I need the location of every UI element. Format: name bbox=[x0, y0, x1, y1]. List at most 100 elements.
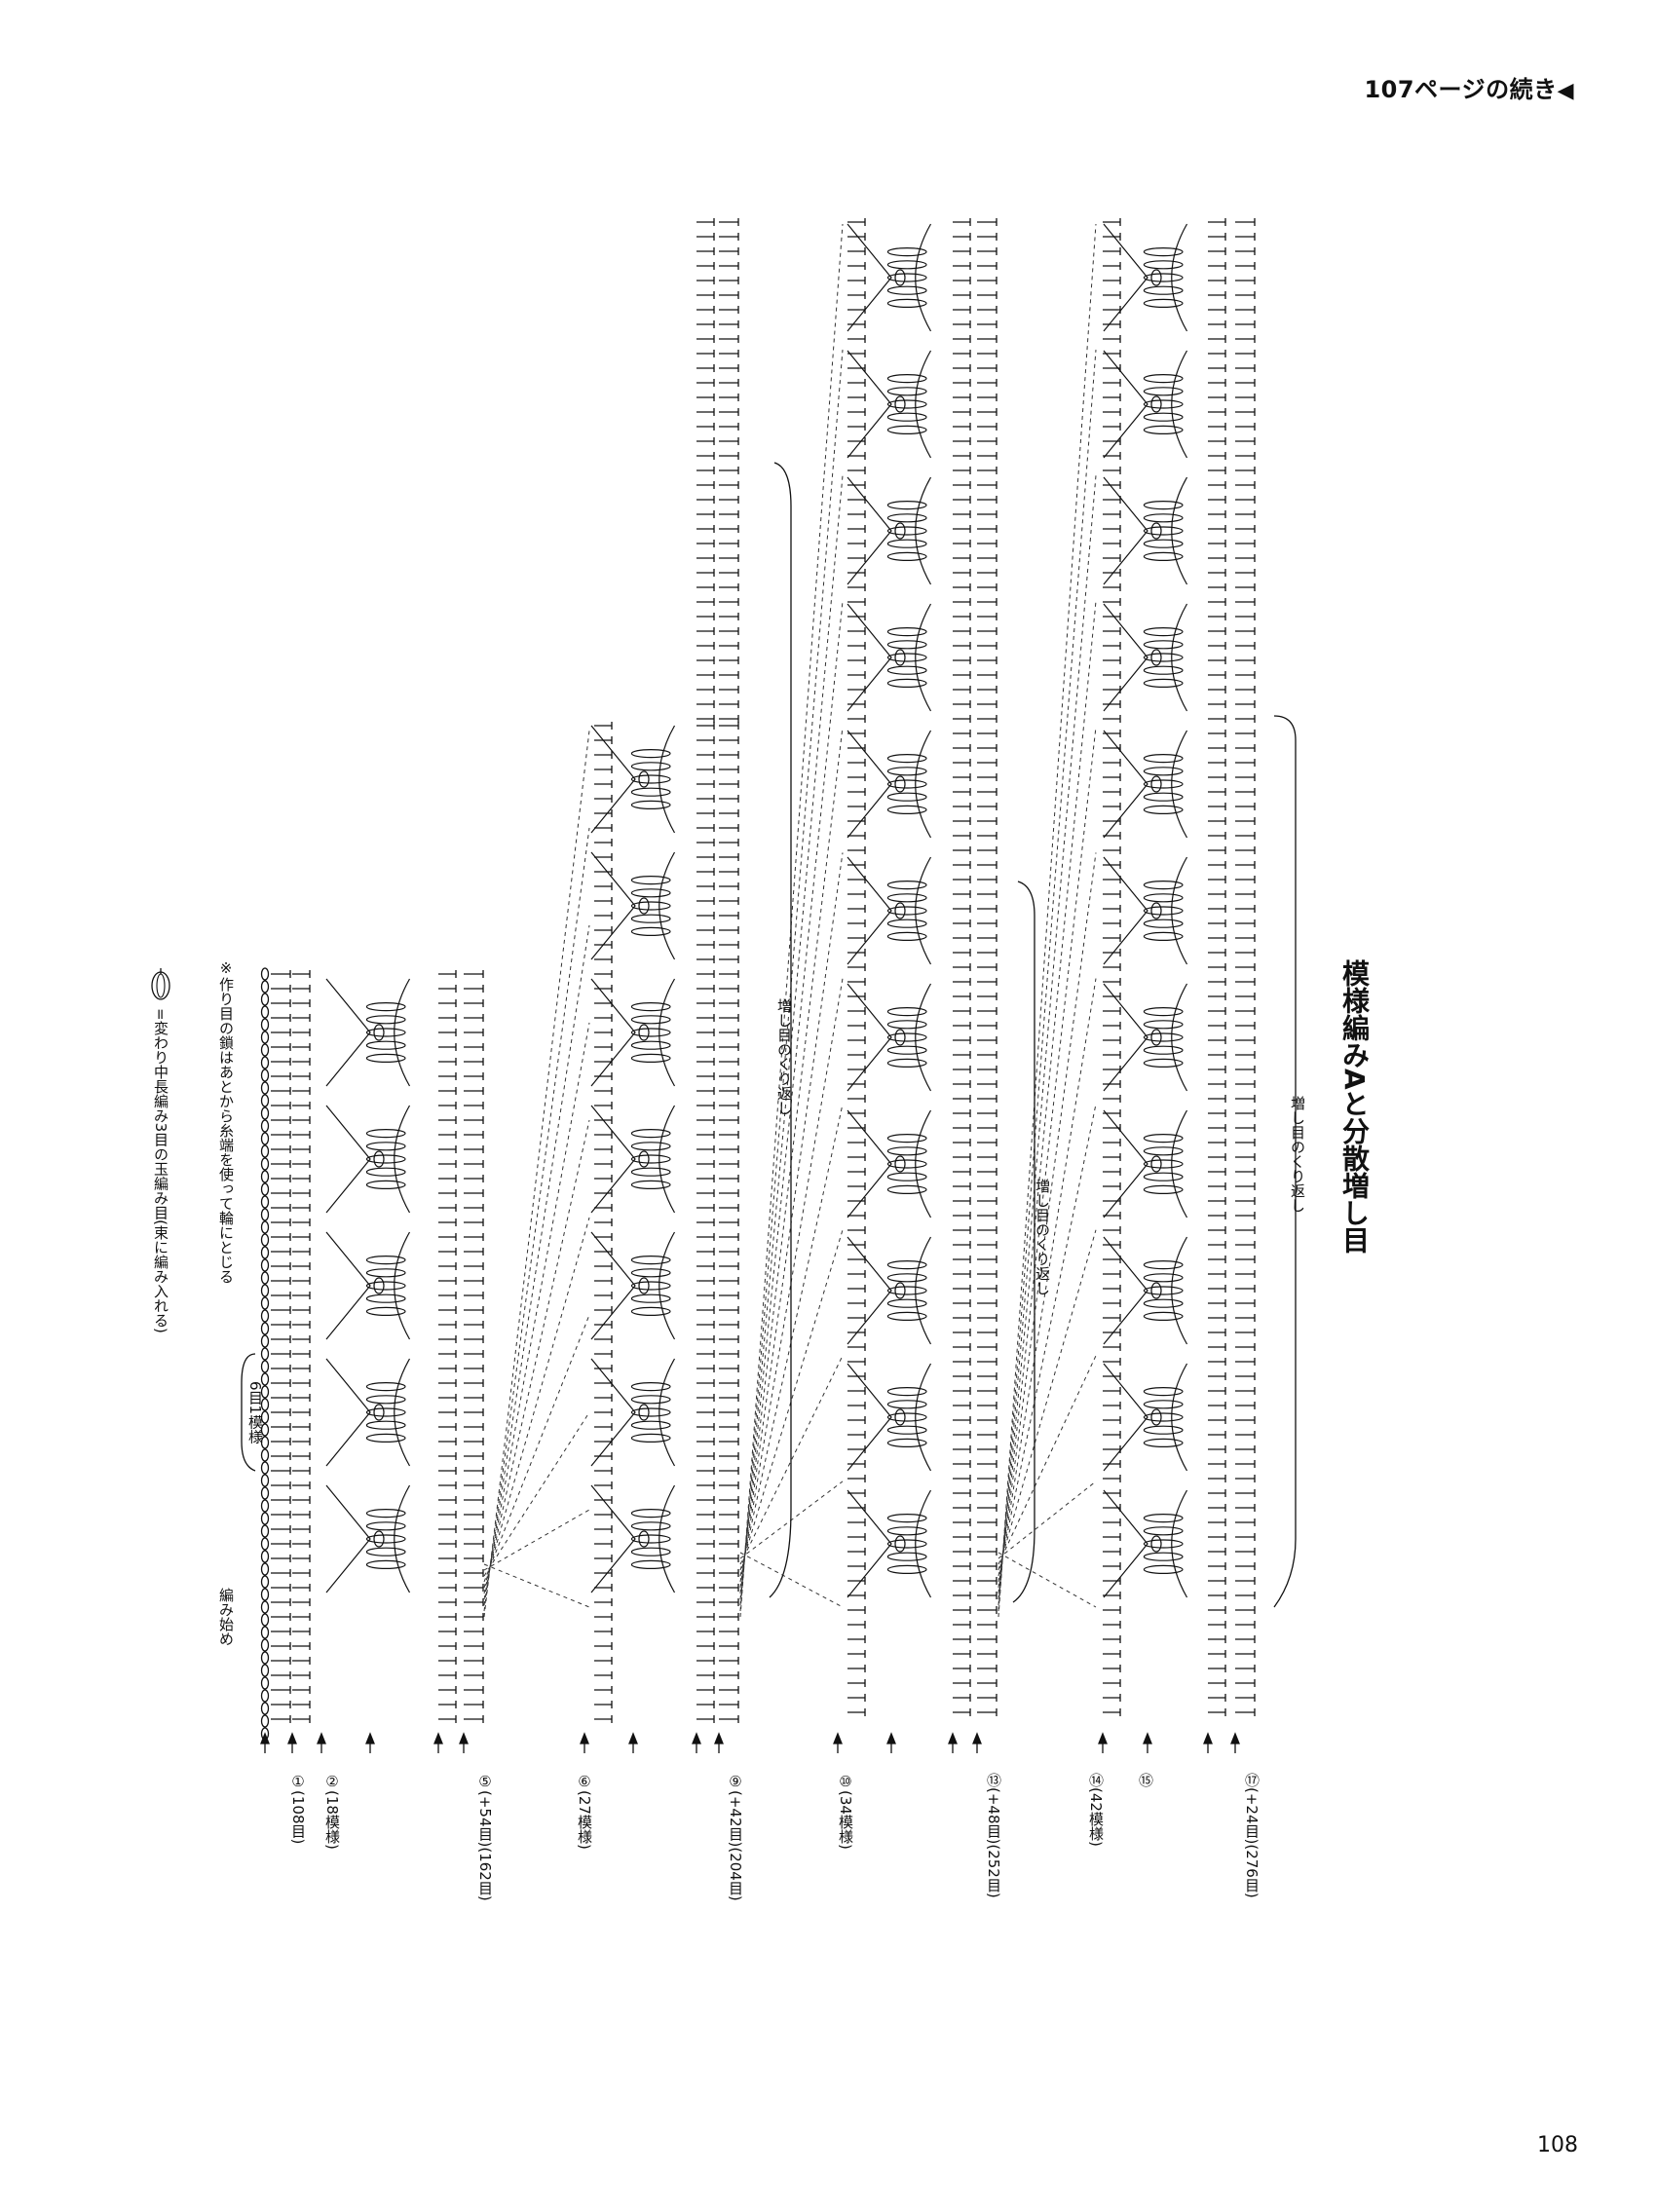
fan-row-7-5 bbox=[590, 1358, 676, 1467]
row-arrow bbox=[459, 1732, 469, 1753]
row-arrow bbox=[628, 1732, 638, 1753]
row-9-upper-stitches bbox=[719, 218, 739, 723]
fan-row-11-8 bbox=[847, 1236, 932, 1345]
fan-row-15-7 bbox=[1103, 1109, 1188, 1218]
row-9-stitches bbox=[719, 722, 739, 1723]
fan-row-11-7 bbox=[847, 1109, 932, 1218]
row-label-6: ⑥(27模様) bbox=[576, 1773, 593, 1850]
row-5-stitches bbox=[464, 970, 484, 1723]
fan-row-3-2 bbox=[325, 1231, 411, 1340]
fan-row-15-4 bbox=[1103, 730, 1188, 839]
row-2-stitches bbox=[271, 970, 291, 1723]
left-triangle-icon: ◀ bbox=[1557, 79, 1574, 103]
row-arrows bbox=[260, 1732, 1240, 1753]
fan-row-11-0 bbox=[847, 223, 932, 332]
foundation-note: ※作り目の鎖はあとから糸端を使って輪にとじる bbox=[217, 959, 235, 1284]
row-arrow bbox=[972, 1732, 982, 1753]
row-label-17: ⑰(+24目)(276目) bbox=[1243, 1773, 1261, 1898]
row-arrow bbox=[580, 1732, 589, 1753]
fan-motifs bbox=[325, 223, 1188, 1598]
page-header: 107ページの続き◀ bbox=[1364, 70, 1574, 104]
fan-row-3-0 bbox=[325, 978, 411, 1087]
fan-row-7-1 bbox=[590, 851, 676, 960]
diagram-title: 模様編みAと分散増し目 bbox=[1338, 959, 1371, 1254]
fan-row-15-0 bbox=[1103, 223, 1188, 332]
fan-row-7-0 bbox=[590, 725, 676, 834]
repeat-bracket-mid1 bbox=[769, 462, 792, 1598]
fan-row-11-4 bbox=[847, 730, 932, 839]
legend-text: =変わり中長編み3目の玉編み目(束に編み入れる) bbox=[152, 1008, 169, 1333]
row-arrow bbox=[433, 1732, 443, 1753]
continued-text: 107ページの続き bbox=[1364, 76, 1558, 103]
row-arrow bbox=[1203, 1732, 1213, 1753]
fan-row-11-9 bbox=[847, 1363, 932, 1472]
fan-row-11-2 bbox=[847, 476, 932, 585]
guides-group-1 bbox=[483, 730, 590, 1618]
row-16-stitches bbox=[1208, 218, 1226, 1716]
row-arrow bbox=[365, 1732, 375, 1753]
fan-row-11-6 bbox=[847, 983, 932, 1092]
fan-row-7-6 bbox=[590, 1484, 676, 1593]
row-arrow bbox=[287, 1732, 297, 1753]
row-13-stitches bbox=[977, 218, 997, 1716]
fan-row-15-2 bbox=[1103, 476, 1188, 585]
foundation-chain bbox=[260, 967, 270, 1741]
bobble-stitch-icon bbox=[151, 968, 170, 1000]
fan-row-3-4 bbox=[325, 1484, 411, 1593]
repeat-note-mid2: 増し目のくり返し bbox=[1034, 1179, 1051, 1295]
row-arrow bbox=[1098, 1732, 1108, 1753]
row-8-stitches bbox=[696, 722, 715, 1723]
row-10-stitches bbox=[847, 218, 866, 1716]
row-arrow bbox=[886, 1732, 896, 1753]
row-arrow bbox=[714, 1732, 724, 1753]
row-arrow bbox=[692, 1732, 701, 1753]
row-arrow bbox=[260, 1732, 270, 1753]
fan-row-15-10 bbox=[1103, 1489, 1188, 1598]
fan-row-3-3 bbox=[325, 1358, 411, 1467]
row-12-stitches bbox=[953, 218, 971, 1716]
fan-row-11-3 bbox=[847, 603, 932, 712]
repeat-note-mid1: 増し目のくり返し bbox=[775, 998, 793, 1115]
row-4-stitches bbox=[438, 970, 457, 1723]
row-3-stitches bbox=[292, 970, 311, 1723]
row-label-5: ⑤(+54目)(162目) bbox=[476, 1773, 494, 1901]
row-arrow bbox=[317, 1732, 326, 1753]
fan-row-3-1 bbox=[325, 1105, 411, 1214]
stitch-grid bbox=[260, 218, 1256, 1741]
row-label-10: ⑩(34模様) bbox=[837, 1773, 854, 1850]
fan-row-15-3 bbox=[1103, 603, 1188, 712]
fan-row-11-5 bbox=[847, 856, 932, 965]
fan-row-11-10 bbox=[847, 1489, 932, 1598]
guides-group-3 bbox=[997, 223, 1097, 1618]
row-label-9: ⑨(+42目)(204目) bbox=[727, 1773, 744, 1901]
fan-row-11-1 bbox=[847, 350, 932, 459]
row-arrow bbox=[833, 1732, 843, 1753]
row-17-stitches bbox=[1235, 218, 1256, 1716]
increase-guide-lines bbox=[483, 223, 1097, 1618]
fan-row-15-9 bbox=[1103, 1363, 1188, 1472]
row-label-13: ⑬(+48目)(252目) bbox=[985, 1773, 1002, 1898]
fan-row-7-3 bbox=[590, 1105, 676, 1214]
fan-row-7-4 bbox=[590, 1231, 676, 1340]
repeat-note-top: 増し目のくり返し bbox=[1289, 1096, 1306, 1213]
row-8-upper-stitches bbox=[696, 218, 715, 723]
fan-row-15-6 bbox=[1103, 983, 1188, 1092]
pattern-unit-label: 6目1模様 bbox=[246, 1381, 264, 1444]
pattern-unit-bracket bbox=[241, 1353, 256, 1472]
row-arrow bbox=[948, 1732, 958, 1753]
fan-row-15-1 bbox=[1103, 350, 1188, 459]
row-6-stitches bbox=[594, 722, 613, 1723]
legend bbox=[146, 964, 175, 1007]
row-label-14: ⑭(42模様) bbox=[1087, 1773, 1105, 1847]
fan-row-15-5 bbox=[1103, 856, 1188, 965]
row-arrow bbox=[1230, 1732, 1240, 1753]
row-label-1: ①(108目) bbox=[289, 1773, 307, 1845]
fan-row-7-2 bbox=[590, 978, 676, 1087]
row-arrow bbox=[1143, 1732, 1152, 1753]
fan-row-15-8 bbox=[1103, 1236, 1188, 1345]
repeat-brackets bbox=[241, 462, 1297, 1608]
row-label-15: ⑮ bbox=[1137, 1773, 1154, 1787]
row-label-2: ②(18模様) bbox=[323, 1773, 341, 1850]
repeat-bracket-top bbox=[1273, 715, 1297, 1608]
